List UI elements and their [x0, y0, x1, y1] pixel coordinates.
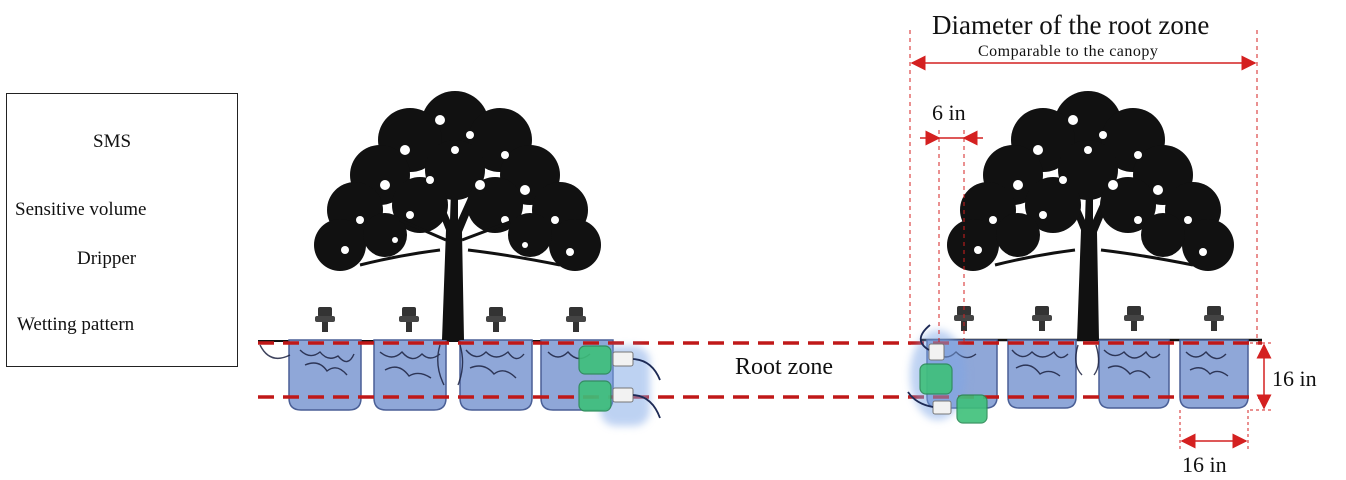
diameter-subtitle: Comparable to the canopy	[978, 43, 1159, 60]
roots	[259, 344, 1229, 386]
sensitive-volume	[919, 363, 953, 395]
sensitive-volume	[578, 345, 612, 375]
legend-label-dripper: Dripper	[77, 248, 137, 269]
spacing-label: 6 in	[932, 100, 966, 125]
tree-left	[314, 91, 601, 340]
depth-label: 16 in	[1272, 366, 1317, 391]
width-dimension	[1179, 410, 1249, 450]
drippers-right	[954, 306, 1224, 331]
sensor-group-left	[578, 345, 661, 426]
legend-label-sensitive-volume: Sensitive volume	[15, 199, 147, 220]
sensor-group-right	[907, 324, 988, 424]
tree-right	[947, 91, 1234, 340]
diameter-title: Diameter of the root zone	[932, 10, 1210, 40]
diameter-dimension	[909, 30, 1258, 345]
sensitive-volume	[578, 380, 612, 412]
spacing-dimension	[920, 130, 983, 345]
wetting-patterns-left	[288, 339, 614, 411]
width-label: 16 in	[1182, 452, 1227, 477]
legend-box	[6, 93, 238, 367]
legend-label-wetting-pattern: Wetting pattern	[17, 314, 135, 335]
depth-dimension	[1250, 342, 1272, 411]
sensitive-volume	[956, 394, 988, 424]
root-zone-label: Root zone	[735, 354, 833, 380]
drippers-left	[315, 307, 586, 332]
legend-label-sms: SMS	[93, 131, 132, 152]
